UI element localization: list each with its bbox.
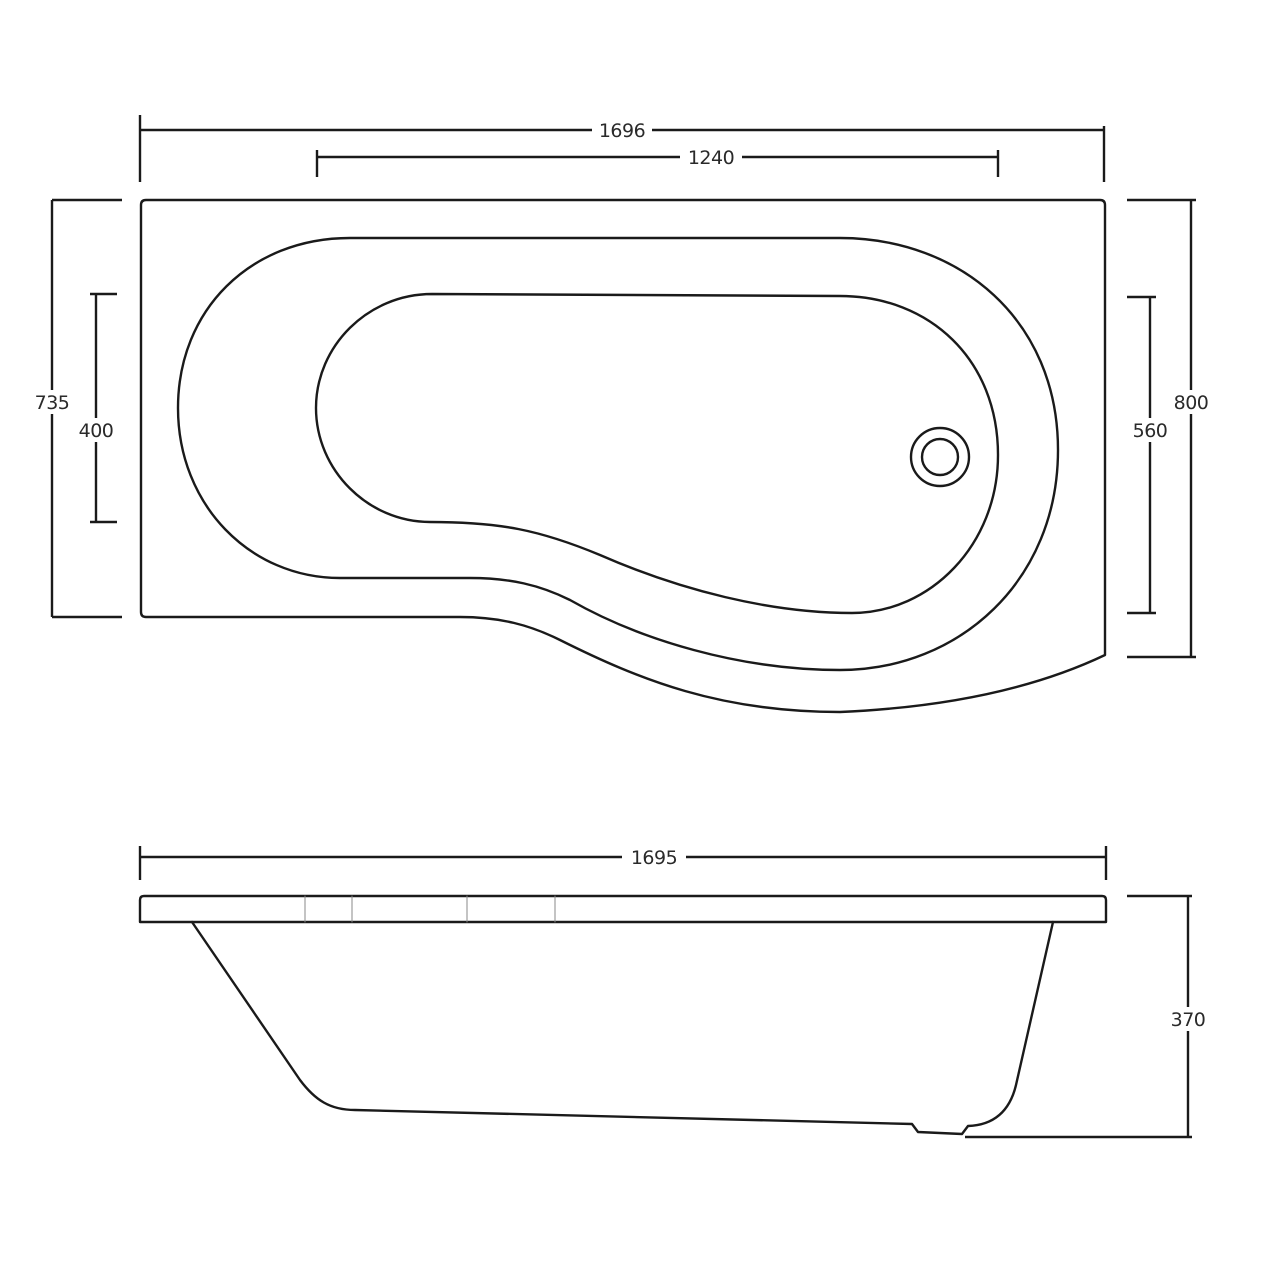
plan-outer-rim bbox=[139, 198, 1107, 714]
dim-plan-left-width: 735 bbox=[30, 198, 122, 619]
dim-plan-right-width: 800 bbox=[1127, 198, 1214, 659]
dim-plan-right-inner-width: 560 bbox=[1127, 295, 1173, 615]
svg-text:400: 400 bbox=[79, 420, 114, 442]
plan-rim-inner-edge bbox=[176, 236, 1060, 672]
dim-elevation-overall-length: 1695 bbox=[138, 845, 1108, 880]
svg-text:735: 735 bbox=[35, 392, 70, 414]
svg-text:560: 560 bbox=[1133, 420, 1168, 442]
svg-text:370: 370 bbox=[1171, 1009, 1206, 1031]
plan-bathing-well bbox=[314, 292, 1000, 615]
elevation-tub-body bbox=[190, 920, 1055, 1136]
waste-outlet-outer-icon bbox=[909, 426, 971, 488]
dim-plan-inner-length: 1240 bbox=[315, 145, 1000, 177]
waste-outlet-inner-icon bbox=[920, 437, 960, 477]
elevation-rim bbox=[138, 894, 1108, 924]
svg-text:1240: 1240 bbox=[688, 147, 734, 169]
svg-text:1696: 1696 bbox=[599, 120, 645, 142]
dim-plan-overall-length: 1696 bbox=[138, 115, 1106, 182]
svg-text:1695: 1695 bbox=[631, 847, 677, 869]
svg-text:800: 800 bbox=[1174, 392, 1209, 414]
dim-plan-left-inner-width: 400 bbox=[74, 292, 120, 524]
side-elevation: 1695 370 bbox=[138, 845, 1212, 1139]
plan-view: 1696 1240 735 400 bbox=[30, 115, 1214, 714]
dim-elevation-height: 370 bbox=[965, 894, 1212, 1139]
